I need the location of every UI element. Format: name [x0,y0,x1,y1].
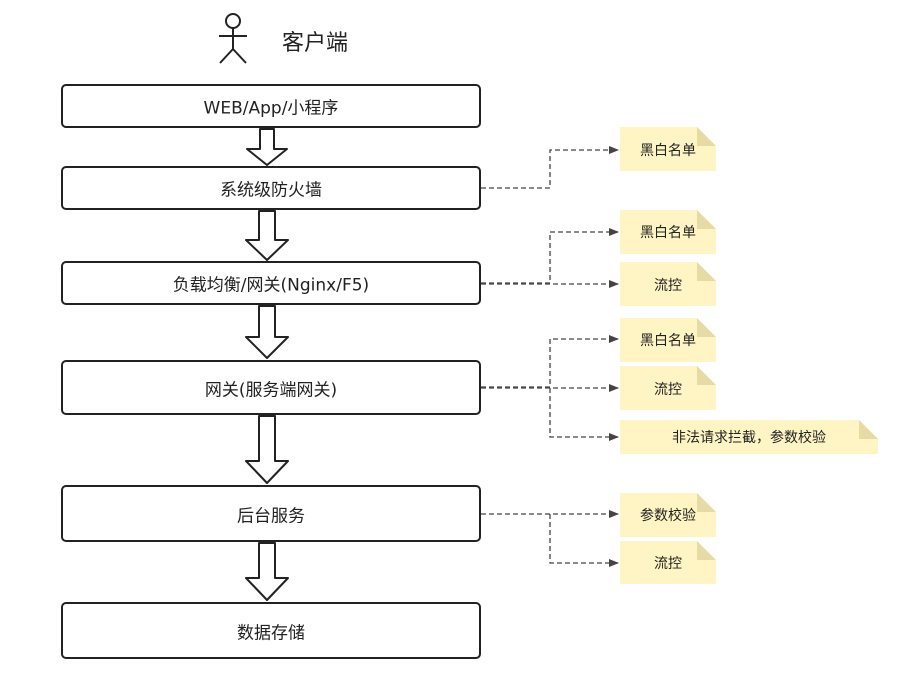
layer-box-backend [61,485,481,542]
note-fold [697,366,716,385]
note-backend-flowcontrol: 流控 [654,556,682,572]
note-firewall-blacklist: 黑白名单 [640,143,696,159]
note-gw-blacklist: 黑白名单 [640,333,696,349]
note-shape-gw-validation [620,420,878,454]
note-fold [697,210,716,229]
note-gw-validation: 非法请求拦截，参数校验 [672,430,826,446]
note-fold [697,127,716,146]
note-fold [697,318,716,337]
layer-label-firewall: 系统级防火墙 [220,180,322,201]
note-shape-backend-validation [620,493,716,537]
layer-box-firewall [61,166,481,210]
layer-box-load-balancer [61,261,481,305]
note-lb-flowcontrol: 流控 [654,278,682,294]
layer-box-gateway [61,360,481,415]
note-lb-blacklist: 黑白名单 [640,225,696,241]
connector-lb-blacklist [481,228,619,284]
note-gw-flowcontrol: 流控 [654,382,682,398]
note-shape-lb-blacklist [620,210,716,254]
layer-label-storage: 数据存储 [237,623,305,644]
down-arrow-1 [246,128,288,166]
note-shape-gw-flowcontrol [620,366,716,410]
note-fold [697,541,716,560]
down-arrow-5 [245,542,289,601]
note-shape-firewall-blacklist [620,127,716,171]
connector-firewall-blacklist [481,146,619,189]
note-fold [697,493,716,512]
connector-backend-flowcontrol [549,514,619,567]
connector-gw-blacklist [481,335,619,388]
note-fold [697,262,716,281]
connector-gw-validation [549,388,619,441]
note-shape-backend-flowcontrol [620,541,716,584]
layer-label-client-apps: WEB/App/小程序 [203,98,339,119]
layer-box-client-apps [61,84,481,128]
down-arrow-2 [245,210,289,261]
note-shape-lb-flowcontrol [620,262,716,306]
note-shape-gw-blacklist [620,318,716,362]
layer-label-load-balancer: 负载均衡/网关(Nginx/F5) [172,275,370,296]
down-arrow-4 [245,415,289,484]
layer-label-backend: 后台服务 [237,506,305,527]
note-backend-validation: 参数校验 [640,508,696,524]
person-icon [219,13,247,64]
note-fold [859,420,878,439]
layer-box-storage [61,602,481,659]
down-arrow-3 [245,305,289,359]
actor-label: 客户端 [282,31,349,56]
layer-label-gateway: 网关(服务端网关) [204,380,338,401]
